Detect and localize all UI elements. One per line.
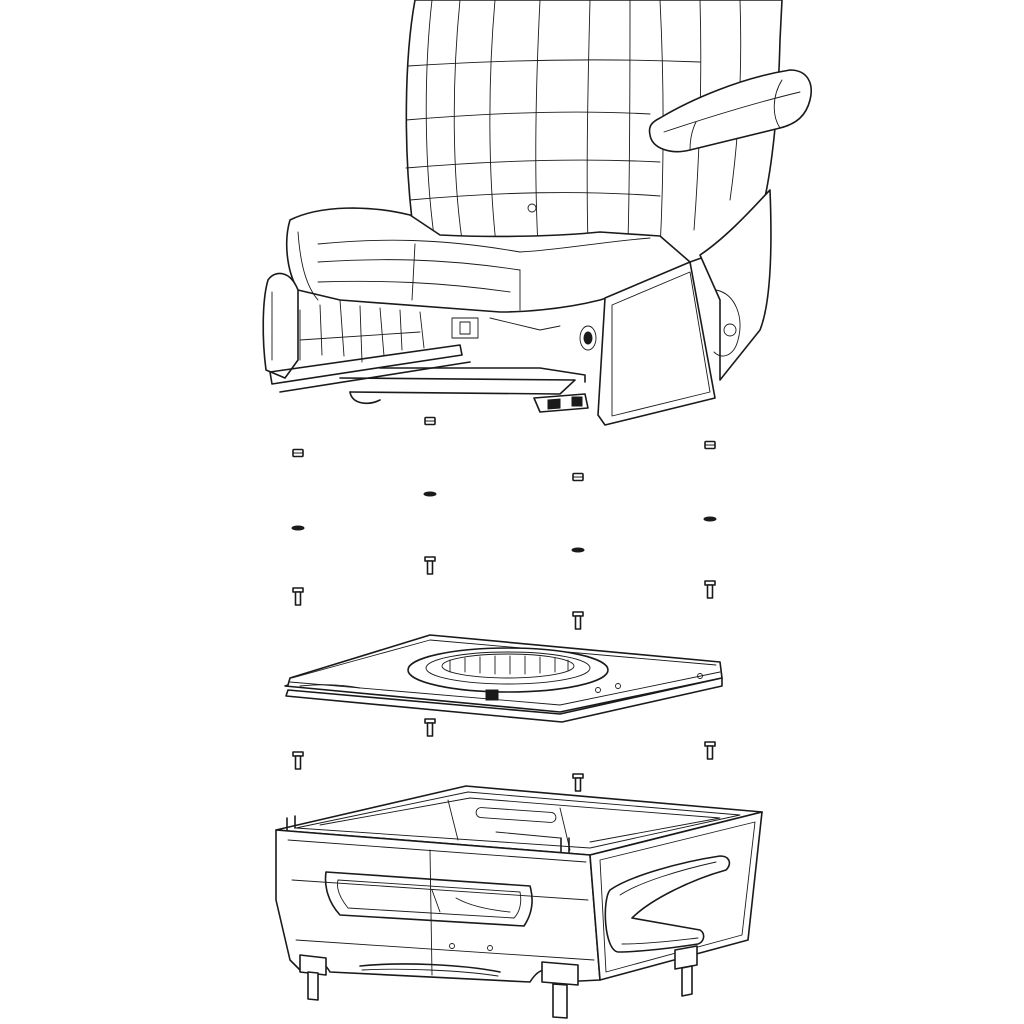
seat-left-shroud: [262, 272, 299, 379]
fasteners: [291, 416, 717, 792]
swivel-plate-assembly: [284, 634, 723, 723]
base-riser-assembly: [275, 785, 763, 1019]
base-side-handle-cutout: [604, 855, 731, 953]
washer-2: [423, 491, 437, 497]
base-front-handle-cutout: [324, 871, 533, 927]
seat-armrest: [648, 69, 812, 153]
swivel-ring: [407, 647, 609, 693]
base-legs: [299, 945, 698, 1019]
washer-3: [571, 547, 585, 553]
washer-4: [703, 516, 717, 522]
seat-front-panel: [579, 261, 716, 426]
seat-assembly: [262, 0, 812, 426]
seat-slide-rails: [269, 299, 589, 413]
washer-1: [291, 525, 305, 531]
seat-side-shield: [699, 189, 772, 381]
